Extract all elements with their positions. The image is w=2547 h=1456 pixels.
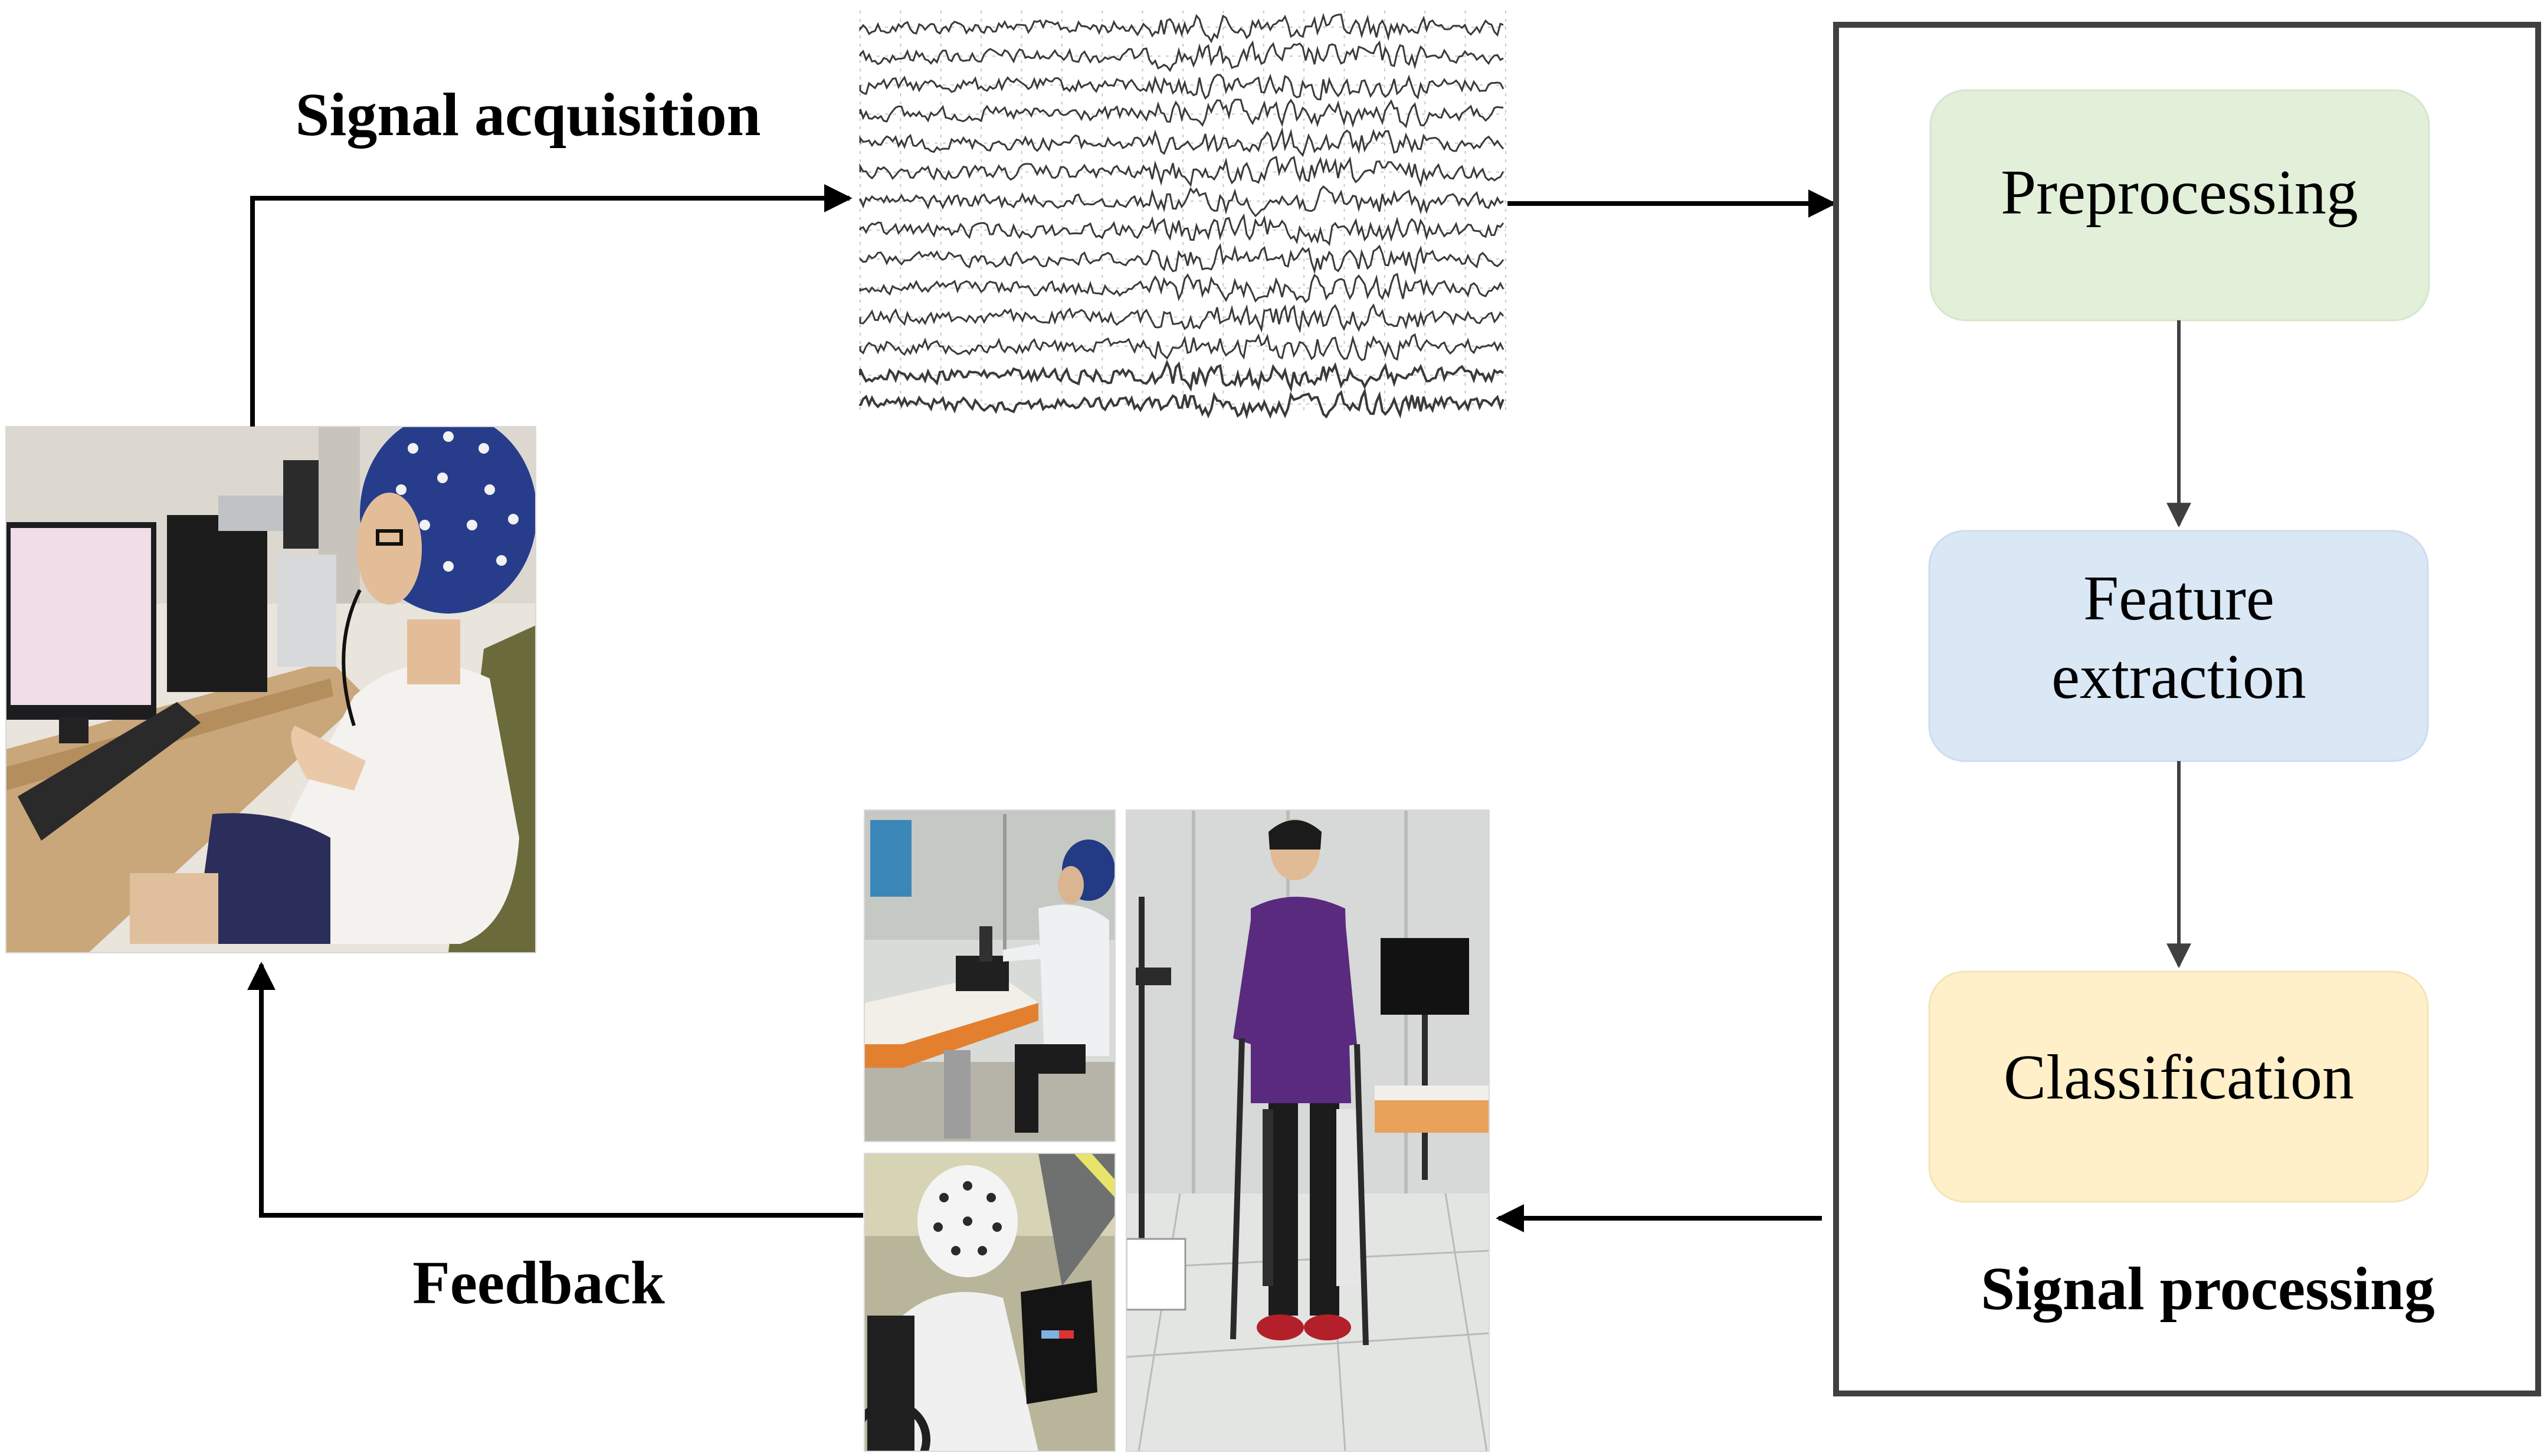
- eeg-trace-line: [859, 12, 1504, 44]
- eeg-signal-image: [858, 9, 1507, 419]
- classification-label: Classification: [2004, 1042, 2354, 1113]
- eeg-trace-line: [859, 73, 1504, 101]
- eeg-trace-line: [859, 243, 1504, 276]
- eeg-trace-line: [859, 213, 1504, 247]
- feedback-label: Feedback: [412, 1249, 665, 1317]
- signal-acquisition-label: Signal acquisition: [296, 81, 761, 149]
- eeg-trace-line: [859, 99, 1504, 129]
- eeg-trace-line: [859, 359, 1504, 393]
- eeg-trace-line: [859, 387, 1504, 419]
- signal-processing-panel: [1833, 22, 2541, 1396]
- classification-box: [1928, 970, 2429, 1203]
- eeg-trace-line: [859, 273, 1504, 304]
- person-with-eeg-cap-photo: [6, 427, 536, 953]
- eeg-trace-line: [859, 127, 1504, 158]
- lower-limb-exoskeleton-photo: [1126, 810, 1489, 1451]
- signal-processing-label: Signal processing: [1981, 1255, 2435, 1323]
- upper-limb-rehab-device-photo: [864, 810, 1115, 1142]
- arrow-acquisition: [250, 184, 853, 427]
- feature-label-line1: Feature: [2083, 563, 2274, 634]
- eeg-trace-line: [859, 303, 1504, 333]
- eeg-trace-line: [859, 156, 1504, 188]
- wheelchair-eeg-photo: [864, 1153, 1115, 1451]
- preprocessing-label: Preprocessing: [2001, 158, 2358, 228]
- eeg-trace-line: [859, 185, 1504, 218]
- feature-label-line2: extraction: [2051, 642, 2306, 712]
- arrow-feedback: [247, 962, 863, 1218]
- eeg-trace-line: [859, 40, 1504, 73]
- eeg-trace-line: [859, 333, 1504, 362]
